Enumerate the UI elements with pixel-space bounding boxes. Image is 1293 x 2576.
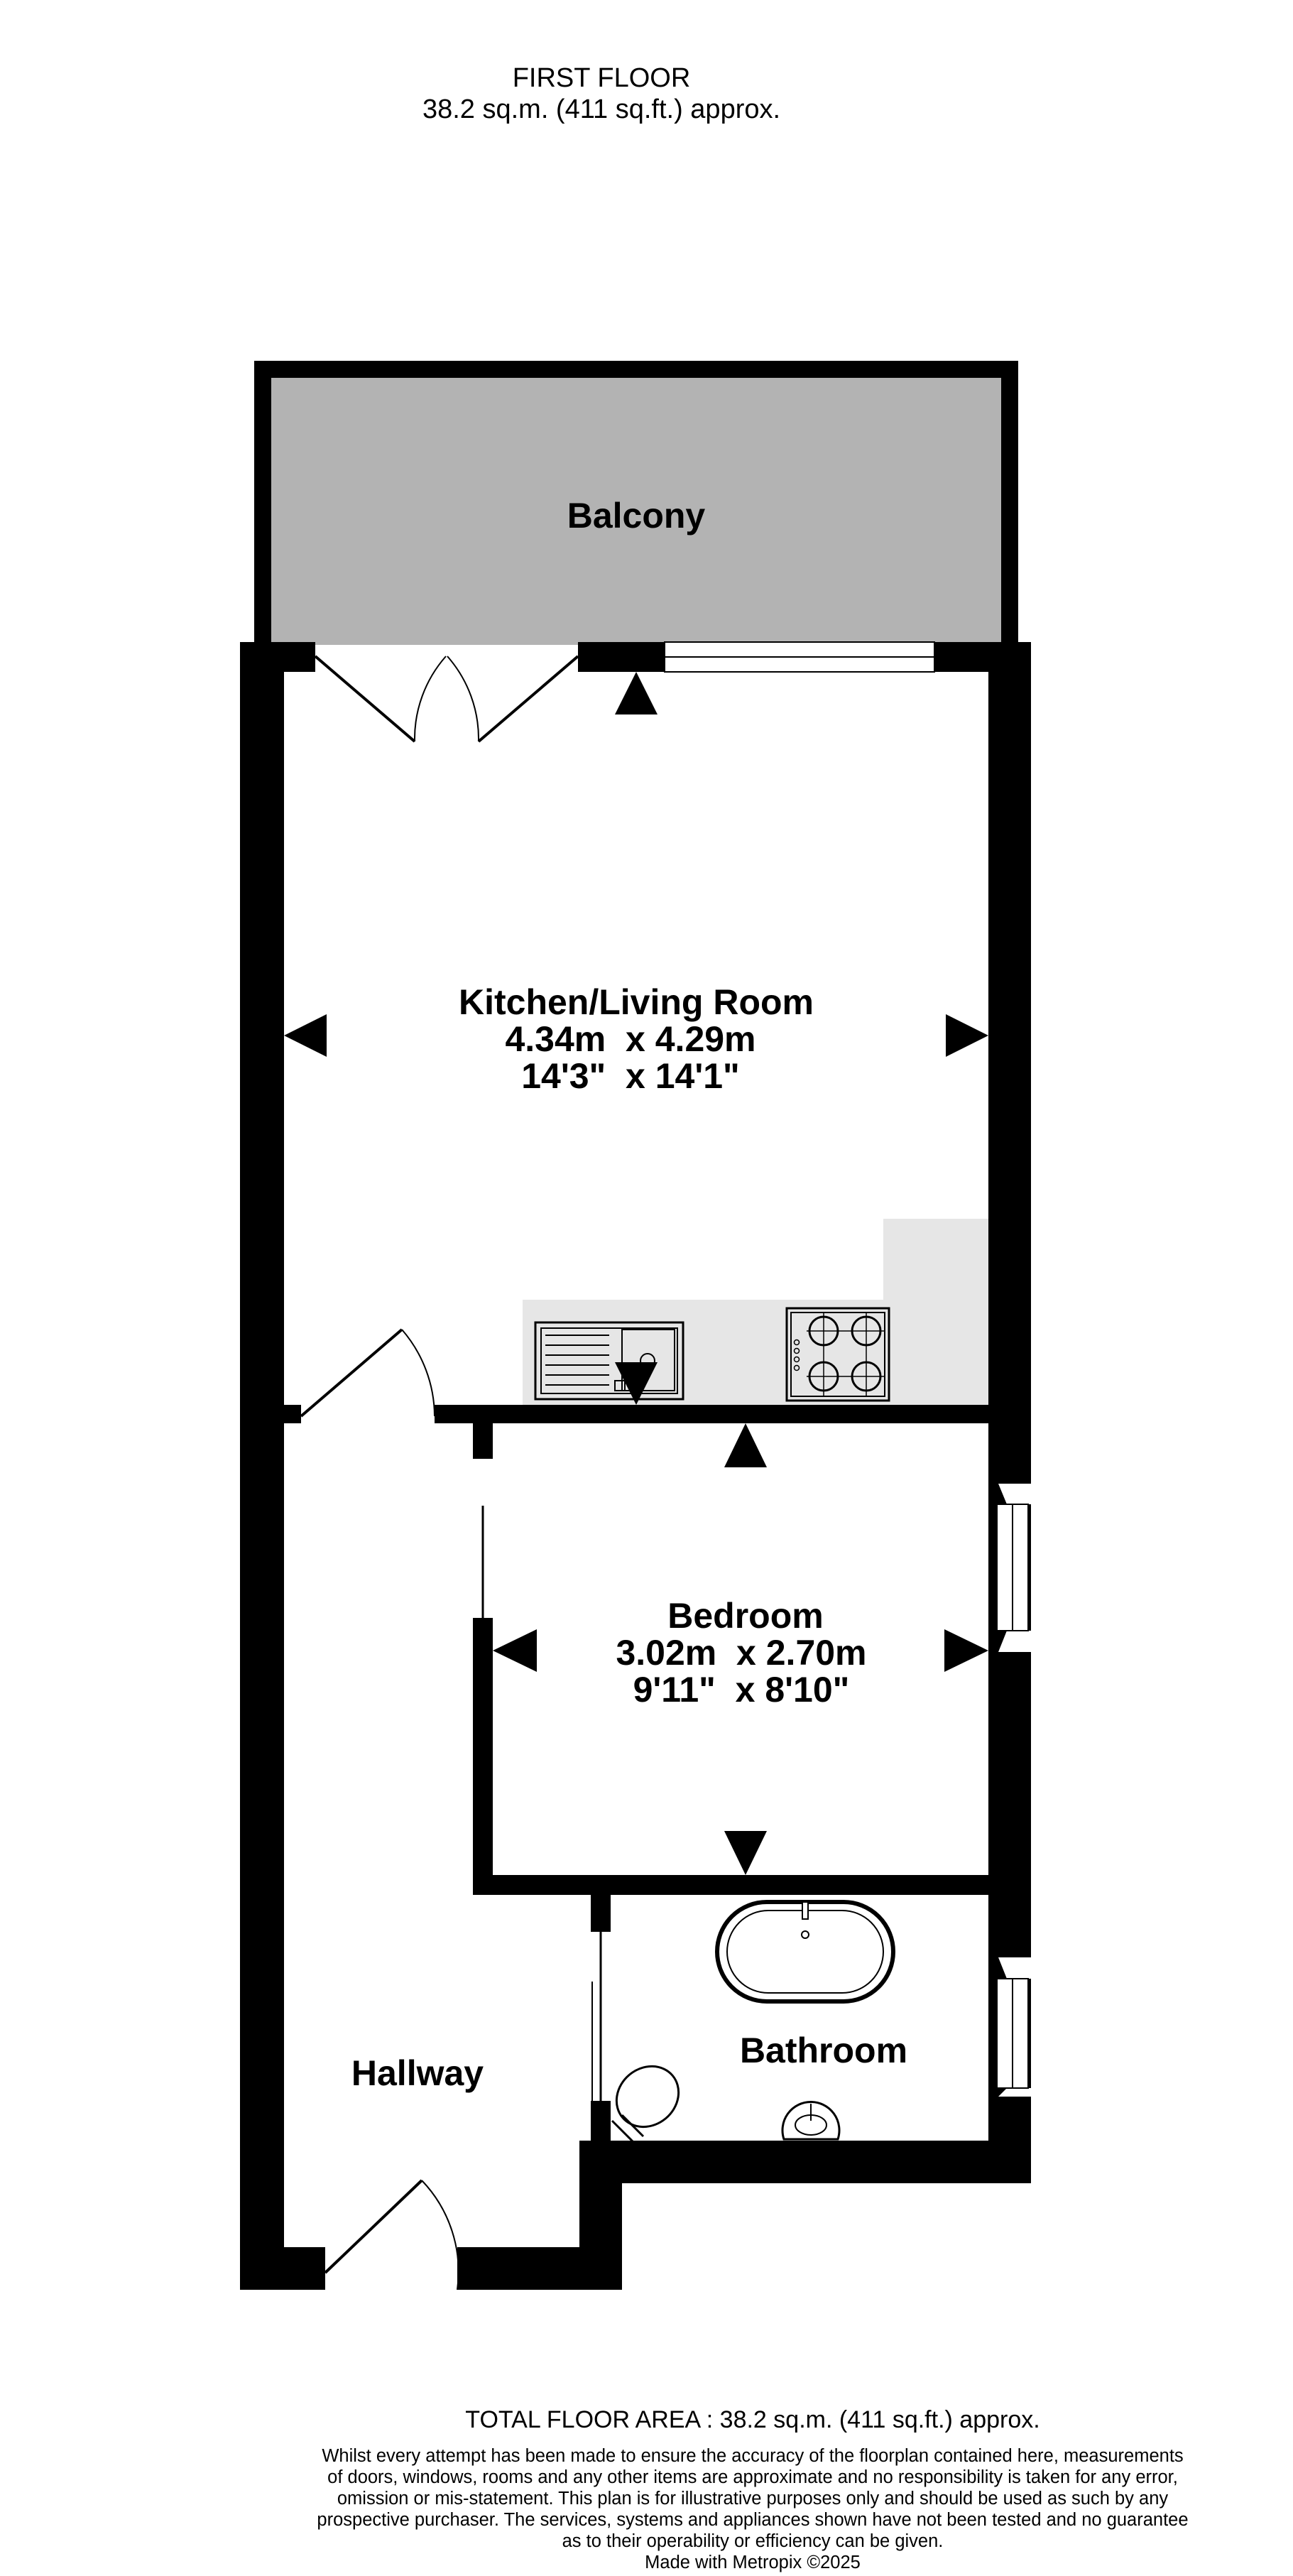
floor-area: 38.2 sq.m. (411 sq.ft.) approx. bbox=[422, 94, 781, 124]
arrow-up bbox=[724, 1423, 767, 1467]
sink-icon bbox=[534, 1321, 684, 1401]
hallway-label: Hallway bbox=[351, 2053, 484, 2093]
bath-icon bbox=[715, 1900, 895, 2004]
window-bedroom bbox=[988, 1484, 1031, 1652]
dimension-arrows bbox=[284, 672, 988, 1875]
balcony-rail-top bbox=[254, 361, 1018, 378]
toilet-icon bbox=[611, 2065, 680, 2143]
wall-kitchen-bottom-left bbox=[240, 1405, 301, 1423]
balcony bbox=[254, 361, 1018, 645]
doors bbox=[300, 655, 602, 2290]
kitchen-fittings bbox=[523, 1219, 988, 1405]
floor-title: FIRST FLOOR bbox=[512, 63, 691, 93]
wall-left bbox=[240, 642, 284, 2290]
wall-right-upper bbox=[988, 642, 1031, 1484]
wall-bathroom-bottom bbox=[579, 2141, 1031, 2183]
room-labels: Balcony Kitchen/Living Room 4.34m x 4.29… bbox=[351, 496, 907, 2093]
wall-bottom-left bbox=[240, 2247, 325, 2290]
disclaimer-text: Whilst every attempt has been made to en… bbox=[317, 2446, 1189, 2551]
bathroom-fittings bbox=[611, 1900, 895, 2143]
worktop bbox=[523, 1219, 988, 1405]
bathroom-label: Bathroom bbox=[740, 2031, 907, 2070]
door-balcony-french bbox=[314, 655, 579, 743]
wall-right-mid bbox=[988, 1652, 1031, 1957]
bedroom-label: Bedroom bbox=[667, 1596, 823, 1636]
wall-bedroom-bottom bbox=[473, 1875, 1031, 1895]
bedroom-metric: 3.02m x 2.70m bbox=[616, 1633, 866, 1673]
door-bathroom bbox=[591, 1932, 602, 2101]
wall-top-left bbox=[240, 642, 315, 672]
kitchen-label: Kitchen/Living Room bbox=[459, 982, 814, 1022]
window-balcony bbox=[664, 641, 935, 673]
metropix-credit: Made with Metropix ©2025 bbox=[645, 2553, 861, 2572]
windows bbox=[664, 641, 1031, 2097]
arrow-up bbox=[615, 672, 658, 714]
door-kitchen bbox=[300, 1328, 435, 1418]
total-floor-area: TOTAL FLOOR AREA : 38.2 sq.m. (411 sq.ft… bbox=[465, 2406, 1040, 2433]
plan-footer: TOTAL FLOOR AREA : 38.2 sq.m. (411 sq.ft… bbox=[284, 2404, 1221, 2573]
balcony-fill bbox=[271, 378, 1001, 645]
door-entrance bbox=[324, 2179, 459, 2290]
wall-kitchen-bottom bbox=[435, 1405, 1031, 1423]
wall-bottom-right bbox=[457, 2247, 622, 2290]
arrow-down bbox=[615, 1362, 658, 1405]
bedroom-imperial: 9'11" x 8'10" bbox=[633, 1670, 850, 1710]
kitchen-metric: 4.34m x 4.29m bbox=[505, 1019, 755, 1059]
wall-bedroom-left-stub bbox=[473, 1405, 493, 1459]
window-bathroom bbox=[988, 1957, 1031, 2097]
balcony-label: Balcony bbox=[567, 496, 706, 536]
basin-icon bbox=[781, 2101, 841, 2141]
walls bbox=[240, 642, 1031, 2290]
wall-top-mid bbox=[578, 642, 665, 672]
balcony-rail-left bbox=[254, 361, 271, 645]
kitchen-imperial: 14'3" x 14'1" bbox=[521, 1056, 740, 1096]
arrow-left bbox=[284, 1014, 327, 1057]
balcony-rail-right bbox=[1001, 361, 1018, 645]
arrow-down bbox=[724, 1831, 767, 1875]
wall-bathroom-left-stub bbox=[591, 1875, 611, 1932]
wall-bedroom-left bbox=[473, 1618, 493, 1895]
arrow-right bbox=[944, 1629, 988, 1672]
arrow-right bbox=[946, 1014, 988, 1057]
hob-icon bbox=[785, 1307, 890, 1402]
arrow-left bbox=[493, 1629, 537, 1672]
plan-header: FIRST FLOOR 38.2 sq.m. (411 sq.ft.) appr… bbox=[0, 63, 1203, 125]
wall-top-right bbox=[934, 642, 1031, 672]
